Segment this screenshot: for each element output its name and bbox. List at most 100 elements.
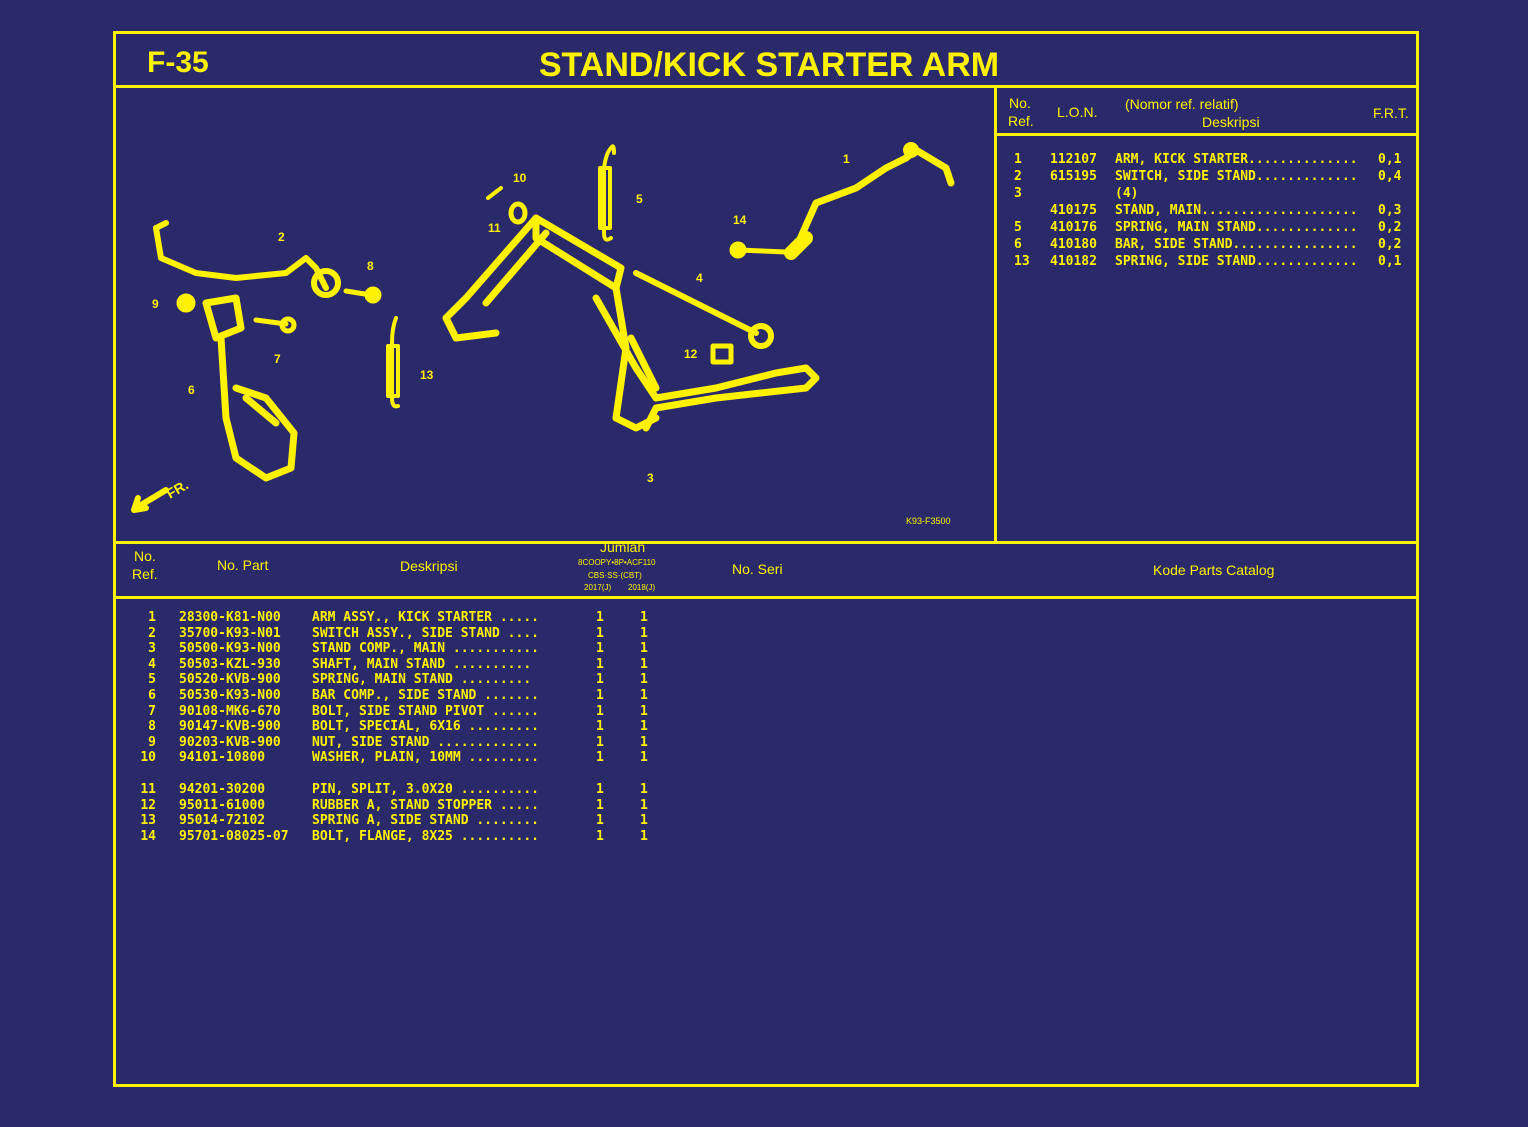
parts-row-desc: BOLT, SPECIAL, 6X16 .........: [312, 719, 539, 735]
parts-row-desc: RUBBER A, STAND STOPPER .....: [312, 797, 539, 813]
parts-row-part: 50500-K93-N00: [179, 641, 281, 657]
spring-main-stand: [598, 144, 616, 242]
parts-header-qty-sub2: CBS·SS·(CBT): [588, 571, 642, 580]
shaft-main-stand: [633, 270, 774, 349]
parts-row-part: 50503-KZL-930: [179, 656, 281, 672]
parts-row-qty-2017: 1: [596, 797, 604, 813]
main-stand: [442, 214, 820, 432]
parts-row-ref: 2: [148, 625, 156, 641]
parts-row-qty-2018: 1: [640, 610, 648, 625]
parts-row-qty-2018: 1: [640, 688, 648, 703]
callout-4: 4: [696, 271, 703, 285]
frt-row-lon: 410176: [1050, 220, 1097, 235]
parts-row-qty-2018: 1: [640, 782, 648, 797]
frt-row-ref: 3: [1014, 186, 1022, 201]
callout-10: 10: [513, 171, 527, 185]
frt-header-desc: Deskripsi: [1202, 114, 1260, 130]
callout-1: 1: [843, 152, 850, 166]
parts-row-desc: SHAFT, MAIN STAND ..........: [312, 656, 532, 672]
frt-row-desc: SPRING, MAIN STAND.............: [1115, 220, 1358, 235]
parts-row-qty-2018: 1: [640, 750, 648, 766]
frt-header-frt: F.R.T.: [1373, 105, 1409, 121]
parts-row-part: 28300-K81-N00: [179, 610, 281, 625]
parts-row-part: 90203-KVB-900: [179, 734, 281, 750]
callout-13: 13: [420, 368, 434, 382]
parts-row-ref: 5: [148, 672, 156, 688]
parts-row-ref: 12: [140, 797, 156, 813]
parts-header-qty: Jumlah: [600, 539, 646, 555]
parts-row-desc: NUT, SIDE STAND .............: [312, 734, 539, 750]
parts-row-ref: 10: [140, 750, 156, 766]
parts-row-part: 94101-10800: [179, 750, 266, 766]
parts-header-part: No. Part: [217, 557, 269, 573]
side-stand-switch: [153, 220, 341, 298]
parts-row-part: 95014-72102: [179, 813, 266, 829]
parts-row-qty-2017: 1: [596, 688, 604, 703]
parts-row-desc: BOLT, SIDE STAND PIVOT ......: [312, 703, 539, 719]
frt-row-lon: 410175: [1050, 203, 1097, 218]
frt-row-frt: 0,1: [1378, 254, 1402, 269]
diagram-divider: [994, 88, 997, 542]
parts-row-qty-2018: 1: [640, 719, 648, 735]
parts-row-ref: 7: [148, 703, 156, 719]
callout-12: 12: [684, 347, 698, 361]
frt-row-desc: STAND, MAIN....................: [1115, 203, 1358, 218]
parts-row-qty-2018: 1: [640, 828, 648, 844]
parts-row-desc: WASHER, PLAIN, 10MM .........: [312, 750, 539, 766]
parts-row-ref: 13: [140, 813, 156, 829]
frt-row-ref: 2: [1014, 169, 1022, 184]
sheet-frame: [113, 31, 1419, 1087]
parts-row-qty-2018: 1: [640, 656, 648, 672]
spring-side-stand: [386, 316, 400, 409]
front-direction-arrow: [131, 487, 169, 513]
parts-row-ref: 4: [148, 656, 156, 672]
parts-row-desc: BOLT, FLANGE, 8X25 ..........: [312, 828, 539, 844]
callout-3: 3: [647, 471, 654, 485]
exploded-parts-diagram: [131, 142, 955, 513]
title-divider: [116, 85, 1419, 88]
frt-header-desc-top: (Nomor ref. relatif): [1125, 96, 1239, 112]
parts-row-part: 94201-30200: [179, 782, 266, 797]
parts-row-desc: SPRING, MAIN STAND .........: [312, 672, 532, 688]
parts-header-qty-col1: 2017(J): [584, 583, 612, 592]
parts-row-ref: 11: [140, 782, 156, 797]
parts-header-no: No.: [134, 548, 156, 564]
frt-row-lon: 112107: [1050, 152, 1097, 167]
parts-row-qty-2017: 1: [596, 656, 604, 672]
frt-row-desc: (4): [1115, 186, 1139, 201]
parts-row-desc: ARM ASSY., KICK STARTER .....: [312, 610, 539, 625]
parts-row-qty-2017: 1: [596, 672, 604, 688]
frt-row-lon: 615195: [1050, 169, 1097, 184]
bolt-side-stand-pivot: [253, 316, 297, 334]
callout-14: 14: [733, 213, 747, 227]
parts-row-part: 95701-08025-07: [179, 828, 289, 844]
frt-row-frt: 0,2: [1378, 220, 1402, 235]
parts-row-qty-2018: 1: [640, 641, 648, 657]
parts-row-ref: 9: [148, 734, 156, 750]
frt-row-ref: 5: [1014, 220, 1022, 235]
parts-row-ref: 6: [148, 688, 156, 703]
parts-row-qty-2017: 1: [596, 625, 604, 641]
frt-row-frt: 0,3: [1378, 203, 1402, 218]
frt-row-frt: 0,2: [1378, 237, 1402, 252]
figure-code: K93-F3500: [906, 516, 951, 526]
parts-row-qty-2017: 1: [596, 813, 604, 829]
callout-9: 9: [152, 297, 159, 311]
page-code: F-35: [147, 46, 209, 79]
parts-row-part: 35700-K93-N01: [179, 625, 281, 641]
frt-header-divider: [997, 133, 1419, 136]
parts-row-part: 90108-MK6-670: [179, 703, 281, 719]
frt-header-ref: Ref.: [1008, 113, 1034, 129]
parts-row-desc: PIN, SPLIT, 3.0X20 ..........: [312, 782, 539, 797]
parts-header-desc: Deskripsi: [400, 558, 458, 574]
callout-2: 2: [278, 230, 285, 244]
callout-8: 8: [367, 259, 374, 273]
parts-row-ref: 8: [148, 719, 156, 735]
bolt-special: [343, 286, 382, 304]
rubber-stand-stopper: [710, 343, 734, 365]
parts-row-qty-2017: 1: [596, 782, 604, 797]
parts-header-ref: Ref.: [132, 566, 158, 582]
parts-row-qty-2017: 1: [596, 828, 604, 844]
parts-row-part: 50520-KVB-900: [179, 672, 281, 688]
frt-row-desc: SPRING, SIDE STAND.............: [1115, 254, 1358, 269]
